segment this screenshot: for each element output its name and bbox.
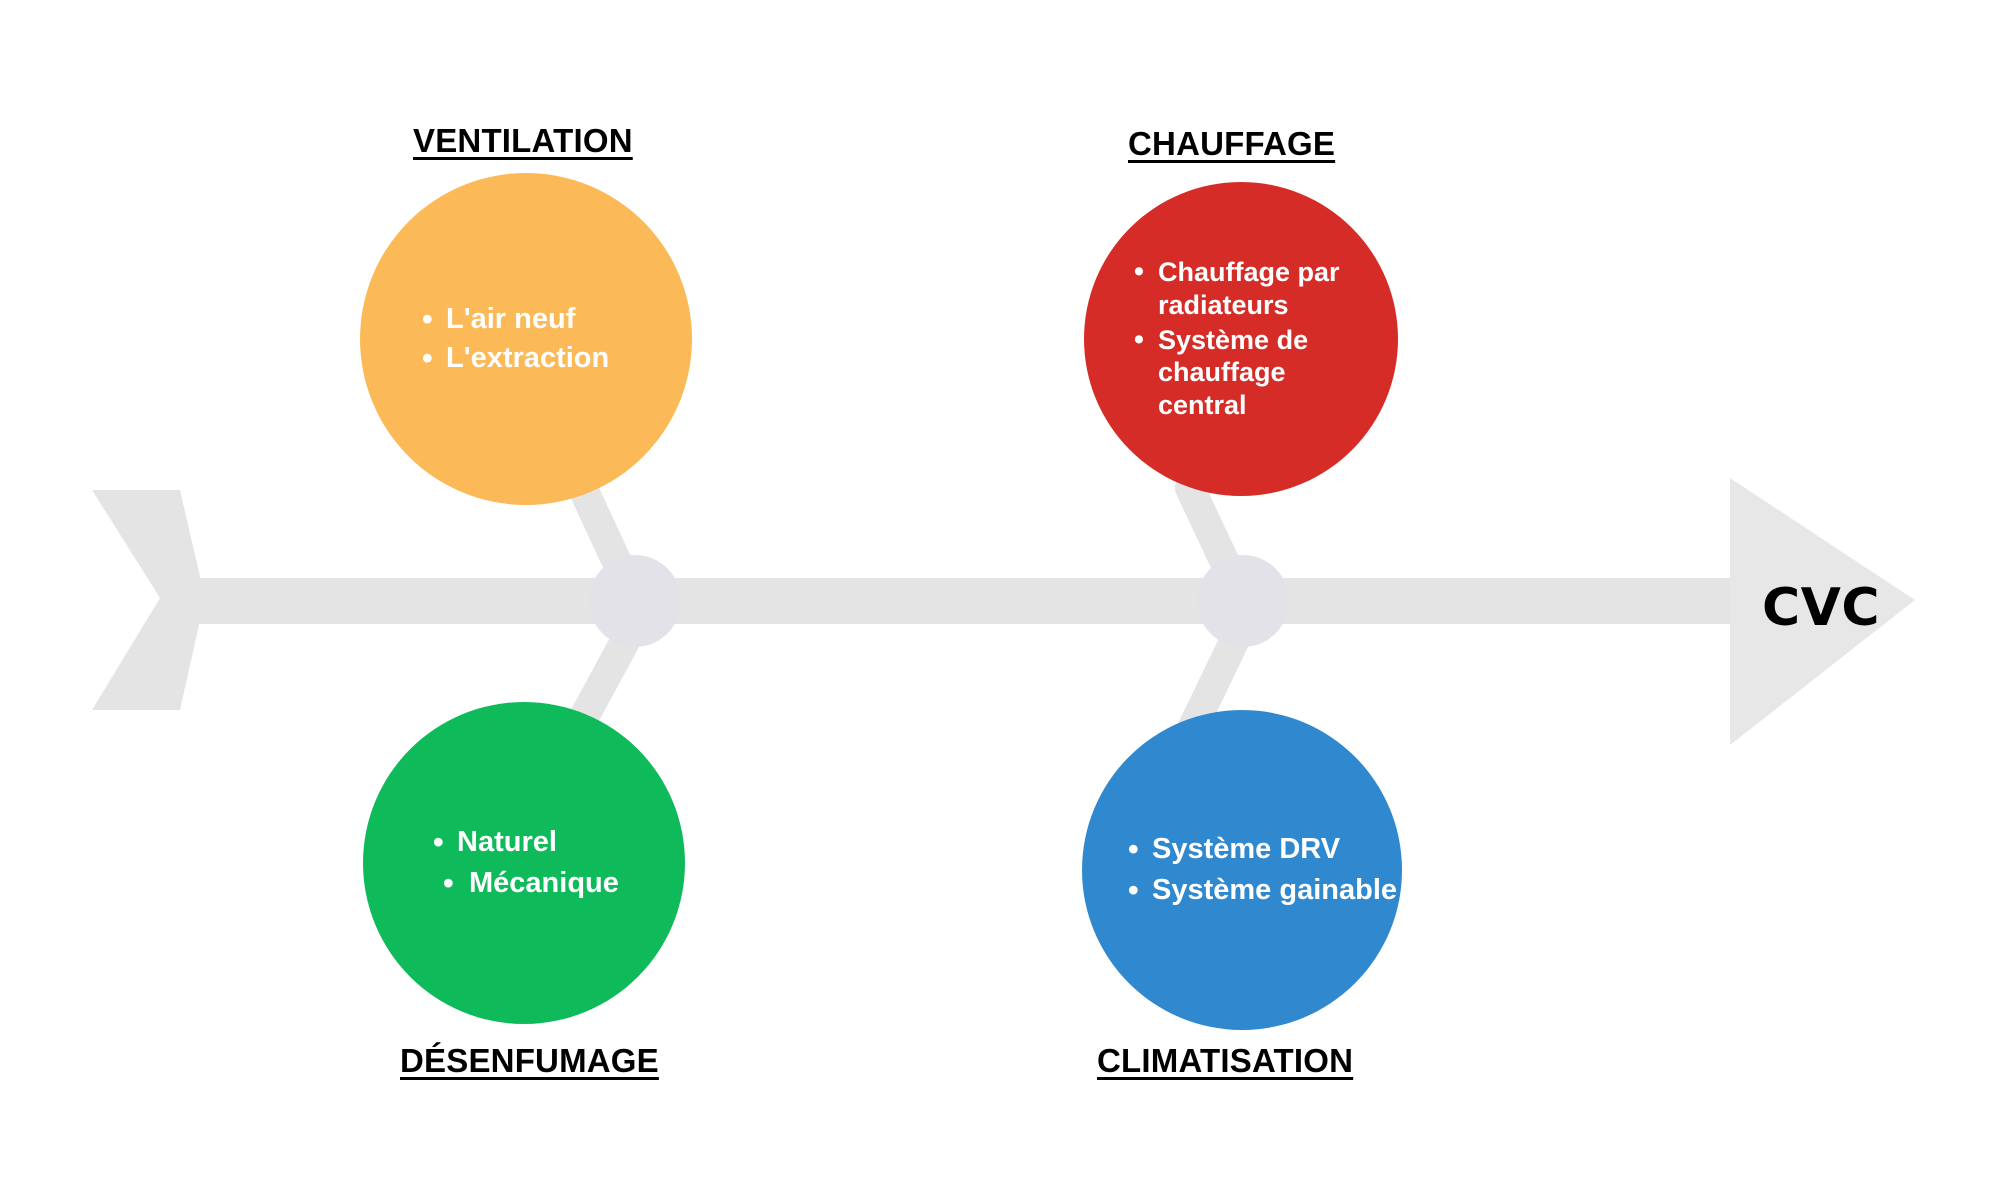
spine-node-right (1197, 555, 1289, 647)
spine-bar (160, 578, 1770, 624)
list-item: Système DRV (1124, 829, 1397, 869)
branch-heading-chauffage: CHAUFFAGE (1128, 125, 1336, 162)
spine-arrowhead (1730, 478, 1915, 745)
branch-item-list: Système DRV Système gainable (1124, 829, 1397, 910)
branch-heading-desenfumage: DÉSENFUMAGE (400, 1042, 659, 1079)
branch-bubble-desenfumage[interactable]: Naturel Mécanique (363, 702, 685, 1024)
branch-item-list: L'air neuf L'extraction (418, 300, 609, 378)
list-item: Naturel (429, 822, 619, 863)
list-item: L'extraction (418, 339, 609, 378)
branch-item-list: Chauffage par radiateurs Système de chau… (1130, 255, 1374, 423)
list-item: L'air neuf (418, 300, 609, 339)
branch-bubble-climatisation[interactable]: Système DRV Système gainable (1082, 710, 1402, 1030)
branch-bubble-chauffage[interactable]: Chauffage par radiateurs Système de chau… (1084, 182, 1398, 496)
branch-heading-ventilation: VENTILATION (413, 122, 633, 159)
branch-bubble-ventilation[interactable]: L'air neuf L'extraction (360, 173, 692, 505)
branch-item-list: Naturel Mécanique (429, 822, 619, 904)
branch-heading-climatisation: CLIMATISATION (1097, 1042, 1354, 1079)
list-item: Mécanique (429, 863, 619, 904)
list-item: Système de chauffage central (1130, 323, 1374, 423)
spine-node-left (589, 555, 681, 647)
spine-tail-chevron (92, 490, 205, 710)
list-item: Système gainable (1124, 870, 1397, 910)
list-item: Chauffage par radiateurs (1130, 255, 1374, 322)
effect-label-cvc: CVC (1762, 578, 1881, 638)
